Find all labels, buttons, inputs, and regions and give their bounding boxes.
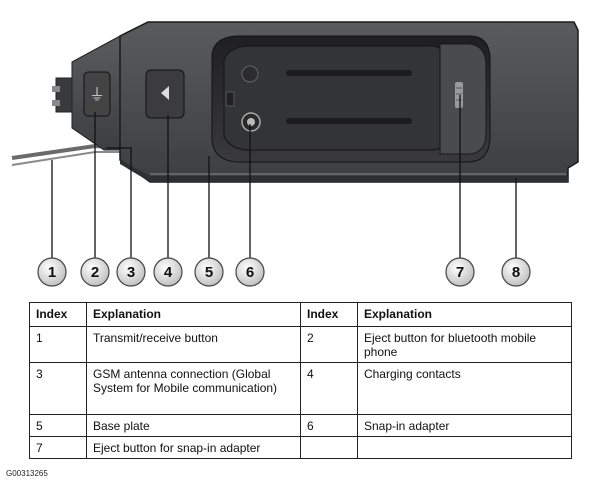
connector-block — [52, 77, 73, 113]
row-index: 1 — [29, 326, 87, 363]
row-index: 6 — [299, 414, 358, 437]
callout-1-label: 1 — [48, 264, 56, 281]
row-index: 3 — [29, 362, 87, 415]
snap-in-adapter — [211, 35, 491, 163]
eject-adapter-button — [439, 43, 487, 155]
callout-4-label: 4 — [164, 264, 173, 281]
header-index-right: Index — [299, 302, 358, 327]
callout-1: 1 — [37, 257, 67, 287]
callout-5-label: 5 — [205, 264, 213, 281]
callout-6: 6 — [235, 257, 265, 287]
callout-8-label: 8 — [512, 264, 520, 281]
row-explanation — [356, 436, 573, 459]
legend-table: Index Explanation Index Explanation 1 Tr… — [29, 302, 573, 459]
header-index-left: Index — [29, 302, 87, 327]
eject-phone-button — [145, 69, 185, 119]
transmit-receive-button: ⏚ — [83, 71, 111, 117]
phone-cradle-illustration: ⏚ 1 — [11, 21, 579, 287]
callout-3: 3 — [116, 257, 146, 287]
row-explanation: Eject button for snap-in adapter — [85, 436, 301, 459]
leader-lines — [51, 95, 517, 258]
callout-7: 7 — [445, 257, 475, 287]
row-explanation: Transmit/receive button — [85, 326, 301, 363]
base-plate-edge — [120, 160, 568, 182]
row-index: 5 — [29, 414, 87, 437]
charging-contacts — [241, 112, 261, 132]
row-explanation: Base plate — [85, 414, 301, 437]
table-row: 5 Base plate 6 Snap-in adapter — [29, 414, 573, 437]
callout-5: 5 — [194, 257, 224, 287]
svg-text:⏚: ⏚ — [89, 85, 105, 104]
header-explanation-left: Explanation — [85, 302, 301, 327]
callout-2: 2 — [80, 257, 110, 287]
row-index — [299, 436, 358, 459]
callout-2-label: 2 — [91, 264, 99, 281]
row-explanation: GSM antenna connection (Global System fo… — [85, 362, 301, 415]
row-explanation: Charging contacts — [356, 362, 573, 415]
table-header-row: Index Explanation Index Explanation — [29, 302, 573, 327]
row-index: 4 — [299, 362, 358, 415]
table-row: 3 GSM antenna connection (Global System … — [29, 362, 573, 415]
callout-3-label: 3 — [127, 264, 135, 281]
row-index: 2 — [299, 326, 358, 363]
callout-7-label: 7 — [456, 264, 464, 281]
table-row: 1 Transmit/receive button 2 Eject button… — [29, 326, 573, 363]
table-row: 7 Eject button for snap-in adapter — [29, 436, 573, 459]
row-explanation: Snap-in adapter — [356, 414, 573, 437]
callout-6-label: 6 — [246, 264, 254, 281]
figure-reference-code: G00313265 — [6, 469, 48, 478]
row-explanation: Eject button for bluetooth mobile phone — [356, 326, 573, 363]
callout-4: 4 — [153, 257, 183, 287]
row-index: 7 — [29, 436, 87, 459]
callout-8: 8 — [501, 257, 531, 287]
header-explanation-right: Explanation — [356, 302, 573, 327]
